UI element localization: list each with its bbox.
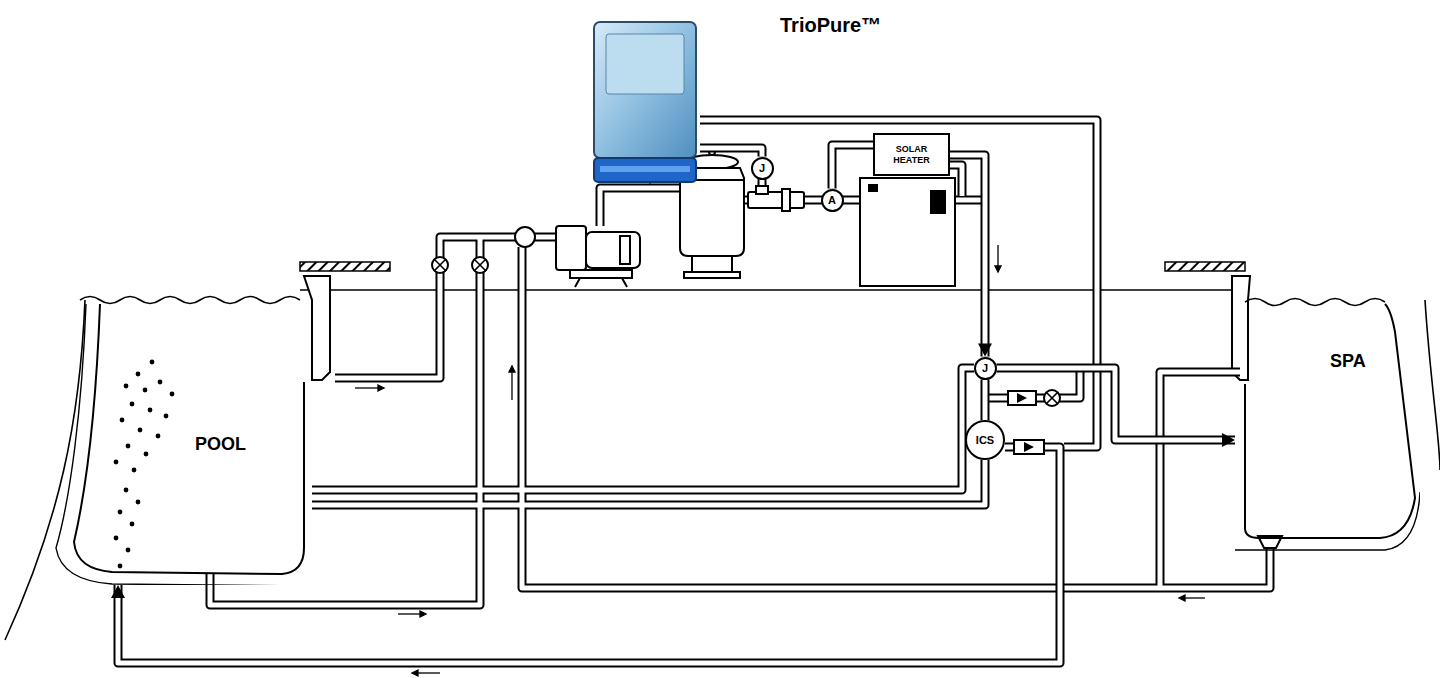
ics-valve: ICS bbox=[965, 420, 1005, 460]
node-label: SPA bbox=[1330, 352, 1366, 372]
junction-j: J bbox=[751, 157, 774, 180]
node-label: SOLAR HEATER bbox=[886, 144, 938, 166]
node-label: ICS bbox=[976, 435, 994, 446]
node-label: POOL bbox=[195, 435, 246, 455]
triopure-unit-outline bbox=[590, 20, 700, 185]
pool-basin-outline bbox=[30, 290, 310, 585]
pipe-connector bbox=[111, 447, 1060, 663]
pipe-connector bbox=[997, 368, 1236, 447]
node-label: J bbox=[982, 363, 988, 374]
junction-j: J bbox=[974, 357, 997, 380]
pipe-connector bbox=[985, 380, 986, 421]
triopure-unit: TrioPure™ bbox=[590, 20, 700, 185]
node-label: TrioPure™ bbox=[780, 14, 881, 36]
spa-basin: SPA bbox=[1235, 292, 1420, 554]
pipe-connector bbox=[950, 155, 992, 357]
pipe-connector bbox=[700, 148, 762, 157]
spa-basin-outline bbox=[1235, 292, 1420, 554]
pool-basin: POOL bbox=[30, 290, 310, 585]
valve-a: A bbox=[821, 189, 844, 212]
solar-heater-box: SOLAR HEATER bbox=[873, 133, 950, 176]
pipe-connector bbox=[832, 145, 873, 189]
node-label: J bbox=[759, 163, 765, 174]
node-label: A bbox=[828, 195, 836, 206]
